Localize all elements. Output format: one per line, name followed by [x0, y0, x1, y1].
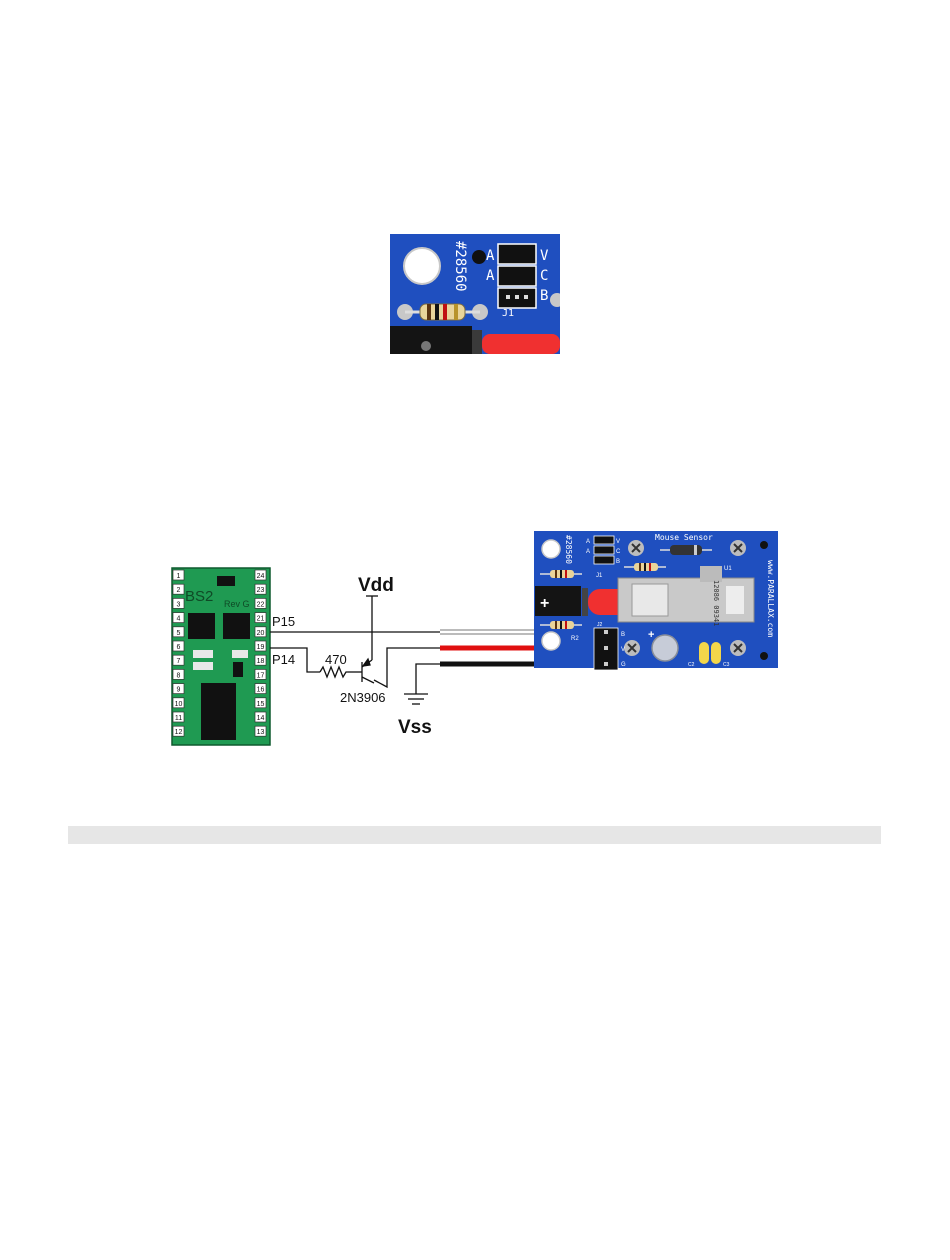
sensor-side-a2: A	[586, 549, 590, 555]
sensor-lens	[632, 584, 668, 616]
inset-j1-label: J1	[502, 308, 514, 319]
p15-label: P15	[272, 614, 295, 629]
mount-hole-bottom-left	[542, 632, 560, 650]
sensor-led-plus: +	[540, 595, 549, 612]
left-pin-number: 10	[175, 701, 183, 708]
inset-led-holder-edge	[472, 330, 482, 354]
left-pin-number: 7	[177, 658, 181, 665]
mount-hole-top-left	[542, 540, 560, 558]
bs2-regulator	[233, 662, 243, 677]
left-pin-number: 8	[177, 672, 181, 679]
sensor-jumper	[594, 536, 614, 564]
via-top-right	[760, 541, 768, 549]
bs2-chip-small	[217, 576, 235, 586]
left-pin-number: 1	[177, 573, 181, 580]
inset-resistor	[397, 304, 488, 320]
schematic-wires	[270, 596, 440, 704]
sensor-screw-1	[628, 540, 644, 556]
left-pin-number: 4	[177, 616, 181, 623]
right-pin-number: 20	[257, 630, 265, 637]
sensor-j2-label: J2	[597, 622, 603, 628]
right-pin-number: 16	[257, 687, 265, 694]
inset-jumper-header	[498, 244, 536, 308]
sensor-header-b: B	[621, 632, 625, 638]
bs2-label: BS2	[185, 588, 213, 605]
sensor-screw-3	[624, 640, 640, 656]
inset-letter-b: B	[540, 288, 548, 304]
right-pin-number: 14	[257, 715, 265, 722]
collector-wire	[374, 648, 440, 687]
sensor-capacitor-plus: +	[648, 629, 654, 641]
left-pin-number: 5	[177, 630, 181, 637]
inset-label-a1: A	[486, 248, 495, 264]
right-pin-number: 19	[257, 644, 265, 651]
inset-letter-v: V	[540, 248, 549, 264]
left-pin-number: 9	[177, 687, 181, 694]
left-pin-number: 11	[175, 715, 182, 722]
inset-led	[482, 334, 560, 354]
sensor-part-number: #28560	[564, 535, 573, 564]
sensor-screw-4	[730, 640, 746, 656]
inset-via	[472, 250, 486, 264]
sensor-screw-2	[730, 540, 746, 556]
right-pin-number: 21	[257, 616, 265, 623]
sensor-c3-label: C3	[723, 662, 730, 668]
sensor-j1-label: J1	[596, 573, 603, 579]
sensor-header-v: V	[621, 647, 625, 653]
left-pin-number: 3	[177, 601, 181, 608]
bs2-chip-left	[188, 613, 215, 639]
right-pin-number: 15	[257, 701, 265, 708]
left-pin-number: 2	[177, 587, 181, 594]
inset-holder-screw	[421, 341, 431, 351]
inset-letter-c: C	[540, 268, 548, 284]
inset-label-a2: A	[486, 268, 495, 284]
bs2-chip-right	[223, 613, 250, 639]
left-pin-number: 6	[177, 644, 181, 651]
ground-wire	[416, 664, 440, 694]
right-pin-number: 24	[257, 573, 265, 580]
inset-led-holder	[390, 326, 472, 354]
sensor-title: Mouse Sensor	[655, 533, 713, 542]
left-pin-number: 12	[175, 729, 183, 736]
sensor-letter-c: C	[616, 549, 621, 555]
sensor-letter-v: V	[616, 539, 620, 545]
bs2-component	[232, 650, 248, 658]
right-pin-number: 18	[257, 658, 265, 665]
inset-mount-hole	[404, 248, 440, 284]
p14-label: P14	[272, 652, 295, 667]
sensor-header-g: G	[621, 662, 626, 668]
sensor-side-block	[726, 586, 744, 614]
bs2-module: BS2 Rev G 123456789101112242322212019181…	[172, 568, 270, 745]
bs2-rev-label: Rev G	[224, 599, 250, 609]
sensor-brand: www.PARALLAX.com	[766, 560, 775, 637]
sensor-serial: 12086 09341	[712, 580, 720, 626]
right-pin-number: 23	[257, 587, 265, 594]
vss-label: Vss	[398, 717, 432, 738]
sensor-u1-label: U1	[724, 566, 732, 572]
sensor-c2-label: C2	[688, 662, 695, 668]
vdd-label: Vdd	[358, 575, 394, 596]
sensor-led-holder-edge	[582, 588, 588, 616]
resistor-label: 470	[325, 652, 347, 667]
bs2-crystal-2	[193, 662, 213, 670]
resistor-symbol	[320, 667, 348, 677]
right-pin-number: 17	[257, 672, 265, 679]
right-pin-number: 13	[257, 729, 265, 736]
mouse-sensor-board: #28560 A A V C B J1 Mouse Sensor	[534, 531, 778, 670]
transistor-symbol	[362, 659, 374, 683]
sensor-servo-header	[594, 628, 618, 670]
sensor-side-a1: A	[586, 539, 590, 545]
sensor-capacitor	[652, 635, 678, 661]
bs2-main-chip	[201, 683, 236, 740]
transistor-label: 2N3906	[340, 690, 386, 705]
inset-part-number: #28560	[452, 241, 468, 292]
sensor-letter-b: B	[616, 559, 620, 565]
jumper-inset-image: #28560 A A V C B J1	[390, 234, 560, 354]
sensor-r2-label: R2	[571, 636, 579, 642]
bs2-crystal-1	[193, 650, 213, 658]
wiring-diagram: BS2 Rev G 123456789101112242322212019181…	[0, 520, 950, 750]
footer-bar	[68, 826, 881, 844]
right-pin-number: 22	[257, 601, 265, 608]
via-bottom-right	[760, 652, 768, 660]
